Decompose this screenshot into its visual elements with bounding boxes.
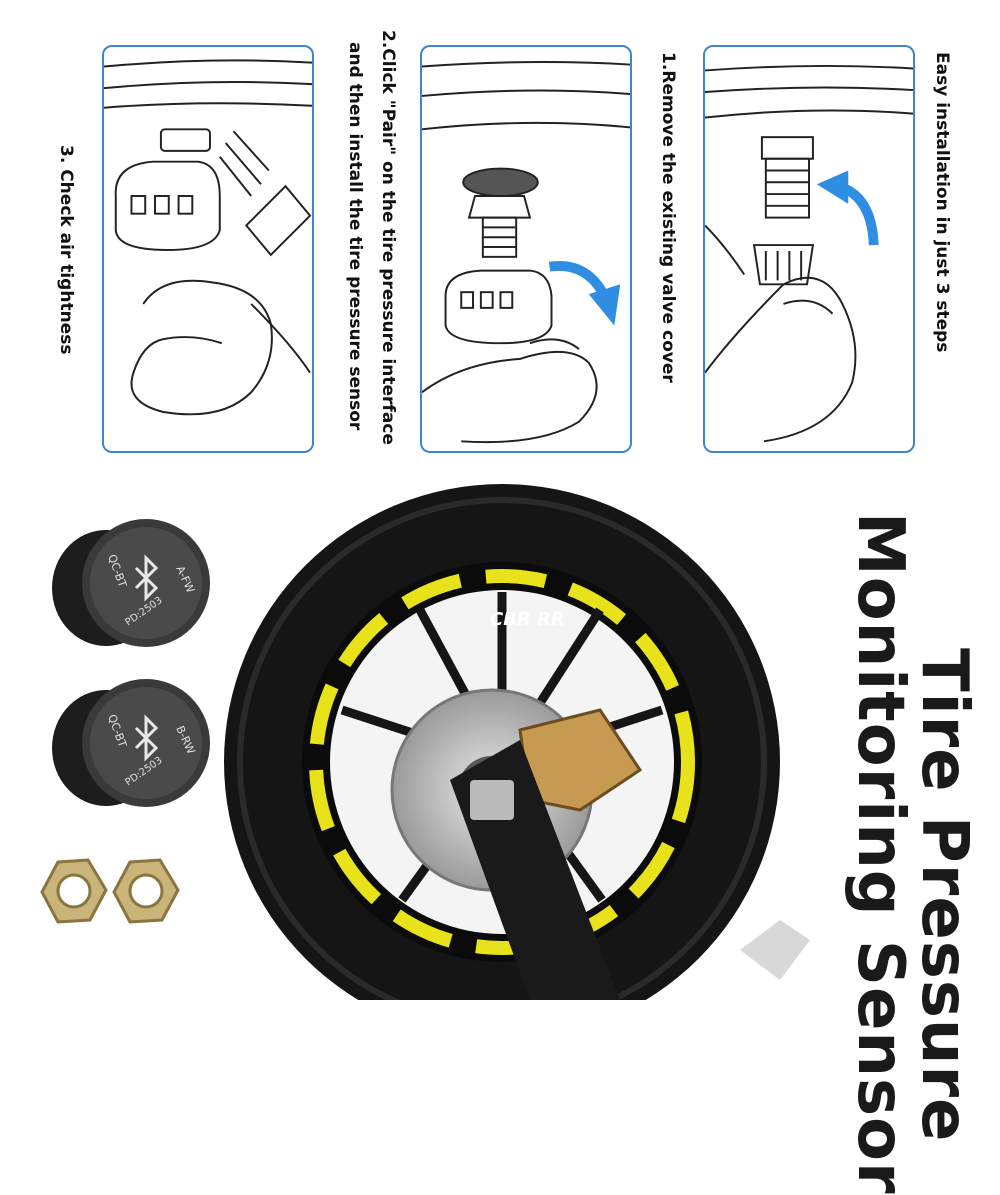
curved-arrow-icon: [816, 170, 879, 246]
intro-text: Easy installation in just 3 steps: [932, 52, 952, 353]
step3-illustration-panel: [102, 45, 314, 453]
bluetooth-icon: [134, 554, 159, 602]
bluetooth-icon: [134, 714, 159, 762]
step3-text: 3. Check air tightness: [56, 145, 76, 355]
step2-text-line2: and then install the tire pressure senso…: [345, 42, 365, 431]
step2-line-drawing: [422, 61, 630, 444]
motorcycle-wheel-image: CBR RR: [224, 484, 810, 1000]
hex-nut-icon: [40, 858, 108, 924]
step3-line-drawing: [104, 59, 312, 416]
step1-text: 1.Remove the existing valve cover: [658, 52, 678, 383]
sensor-cap-2: B-RW QC-BT PD:2503: [52, 679, 210, 807]
curved-arrow-icon: [548, 261, 621, 326]
hex-nuts-image: [40, 858, 180, 924]
hex-nut-icon: [112, 858, 180, 924]
rim-stripe: [309, 569, 695, 955]
sensor-cap-1: A-FW QC-BT PD:2503: [52, 519, 210, 647]
headline-line1: Tire Pressure: [907, 648, 981, 1143]
rim-brand-text: CBR RR: [490, 609, 565, 630]
step1-illustration-panel: [703, 45, 915, 453]
step2-text-line1: 2.Click "Pair" on the tire pressure inte…: [378, 30, 398, 445]
step1-line-drawing: [705, 64, 913, 443]
step2-illustration-panel: [420, 45, 632, 453]
headline-line2: Monitoring Sensor: [843, 512, 917, 1195]
